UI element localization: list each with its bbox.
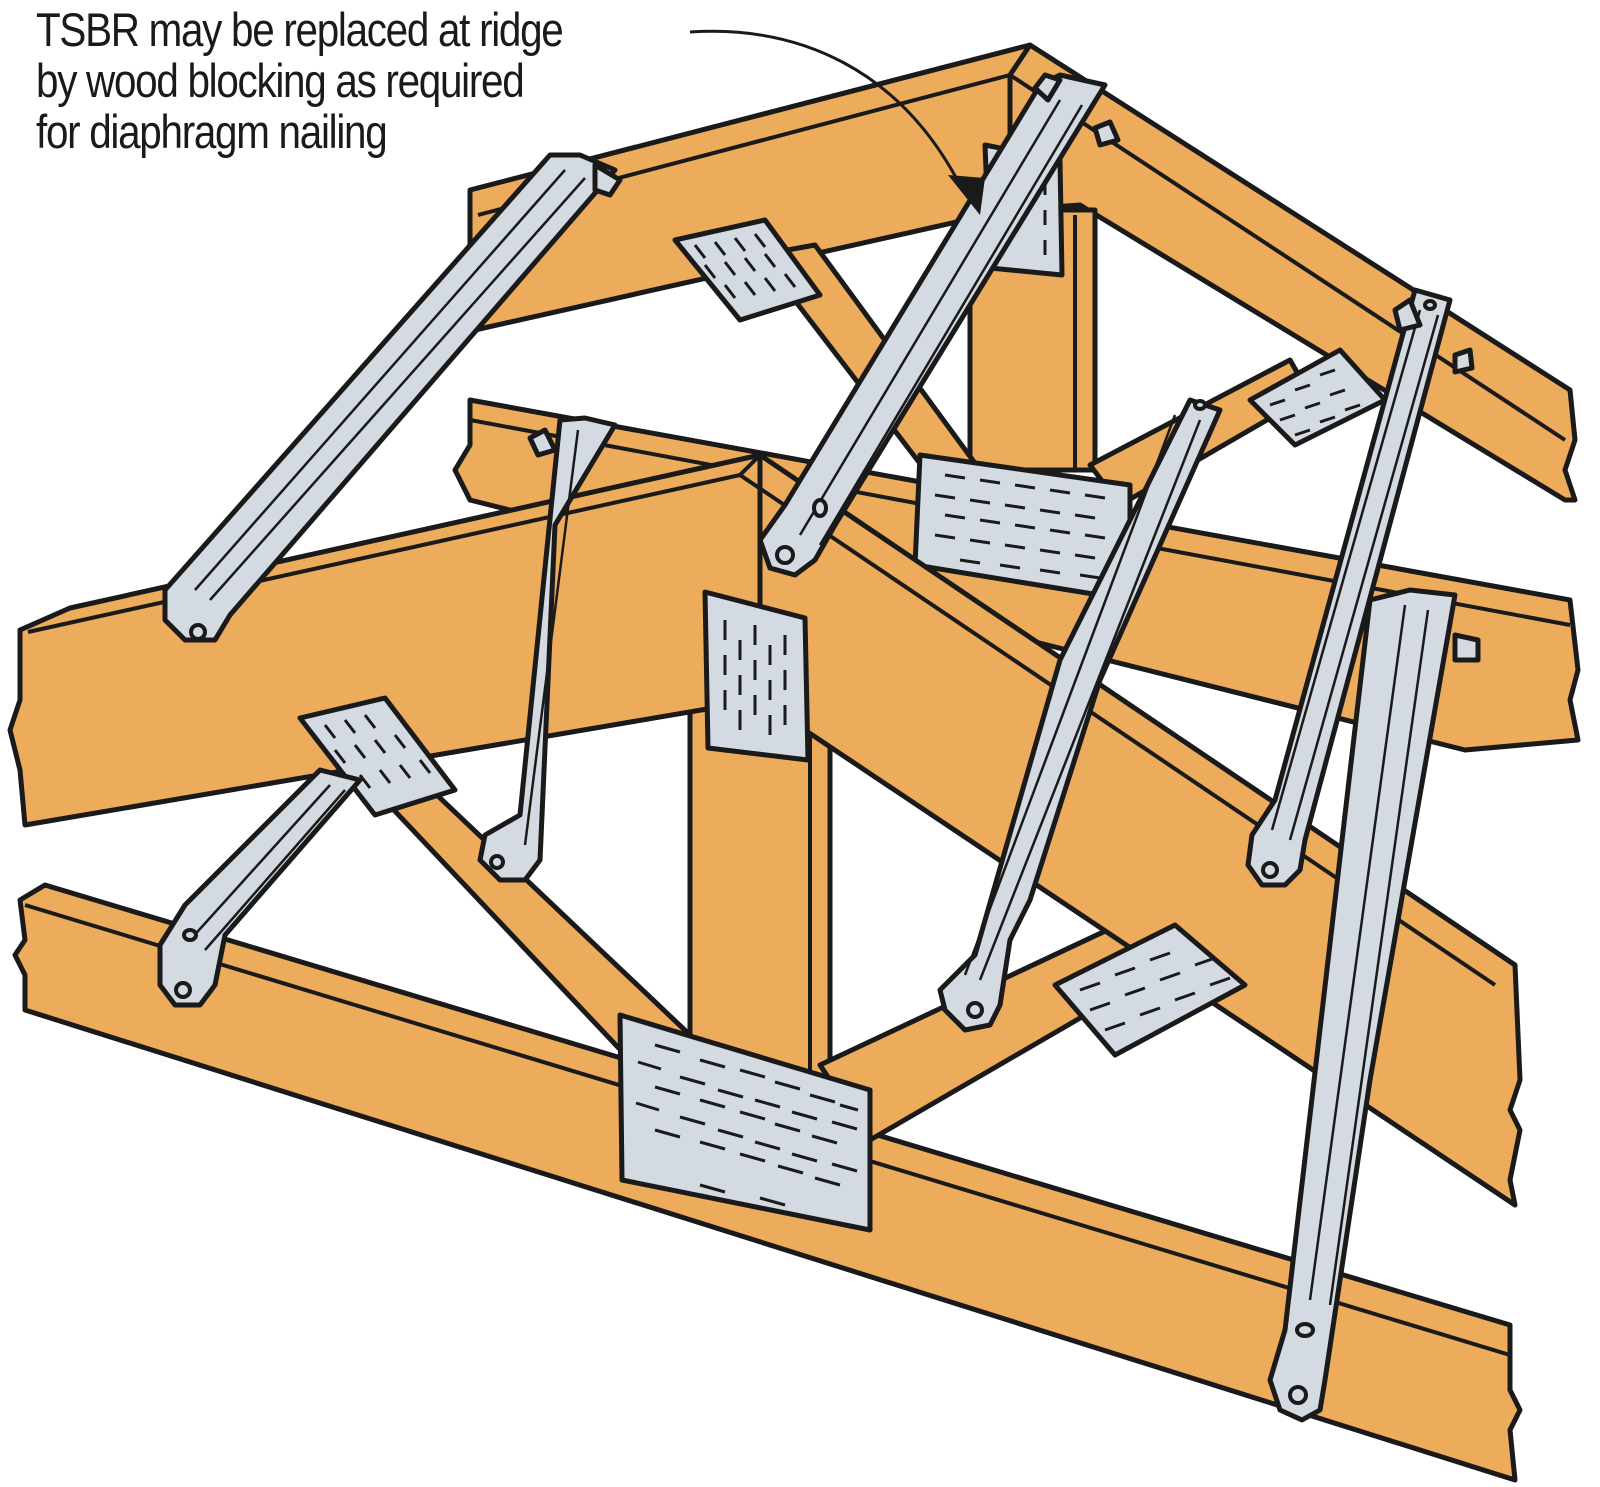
callout-arrow [689,29,962,186]
callout-line: for diaphragm nailing [36,105,388,158]
callout-text: TSBR may be replaced at ridge by wood bl… [36,3,564,158]
arrowhead-icon [948,175,985,215]
front-truss [7,452,1523,1483]
gusset-plate [672,217,823,323]
heel-gusset-plate [617,1012,873,1233]
tsbr-brace [162,152,623,643]
tsbr-brace [757,72,1121,578]
callout-line: TSBR may be replaced at ridge [36,3,564,56]
tsbr-brace [157,767,363,1008]
tsbr-brace [937,397,1223,1033]
tsbr-braces [157,72,1481,1423]
tsbr-brace [1245,287,1475,888]
tsbr-brace [477,415,618,883]
gusset-plate [1052,922,1248,1058]
callout-line: by wood blocking as required [36,54,525,107]
tsbr-brace [1267,587,1481,1423]
callout-leader [689,29,985,215]
